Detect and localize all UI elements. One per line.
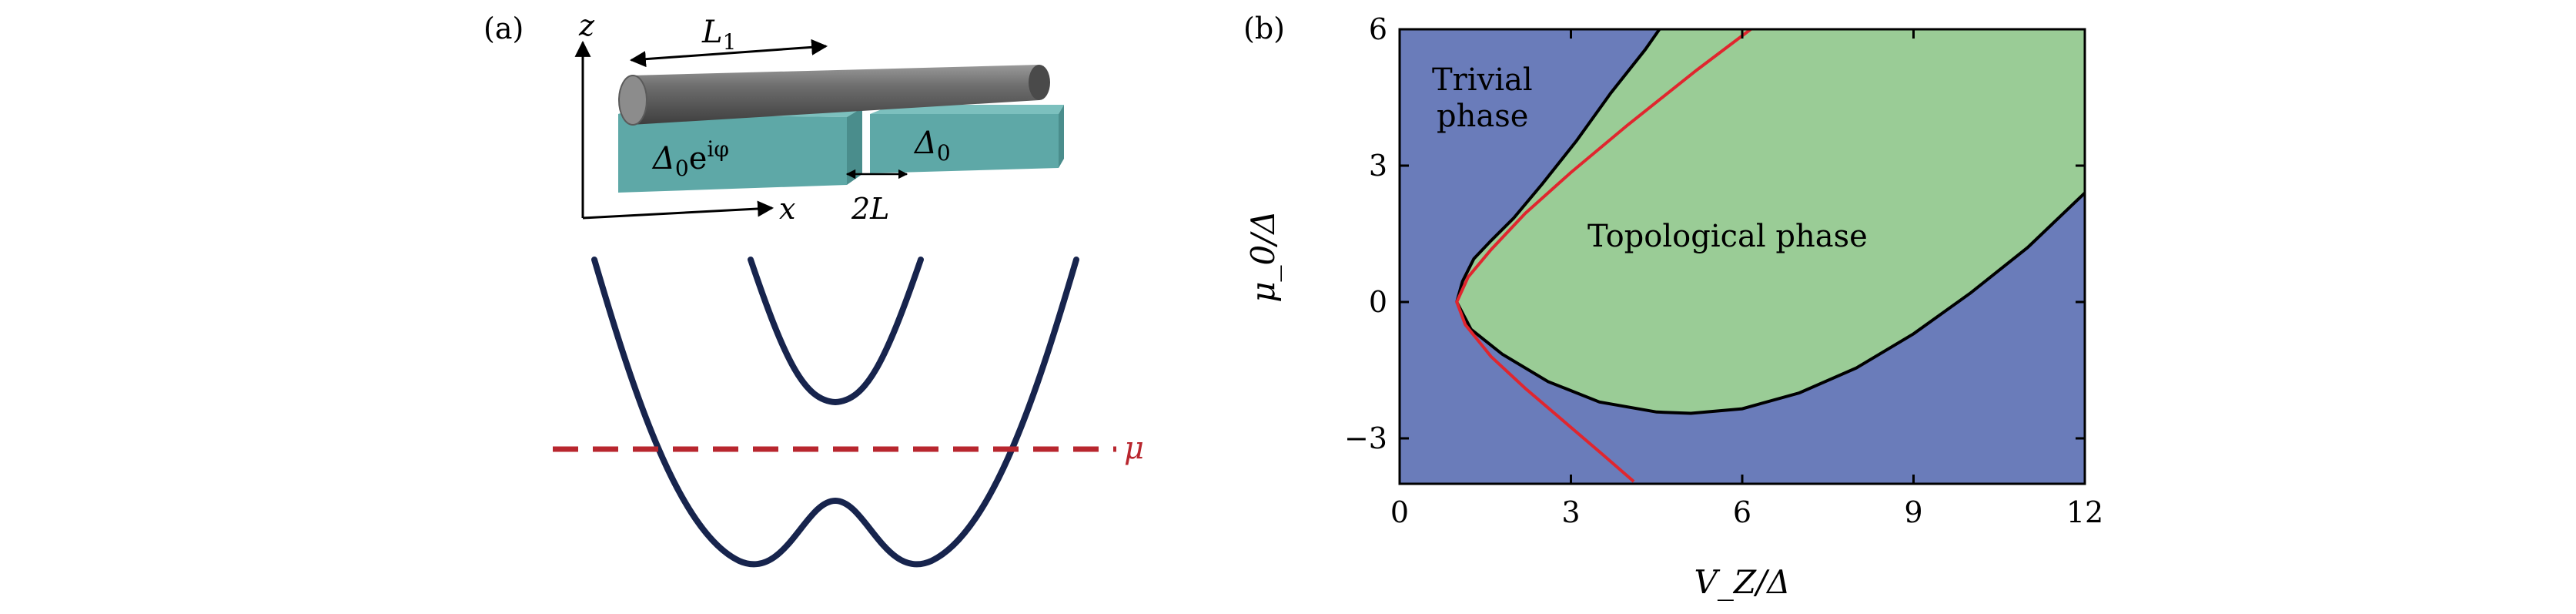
x-tick-label: 3 <box>1561 495 1580 529</box>
left-sc-phase: e <box>689 141 708 176</box>
phase-boundary-lower <box>1455 191 2085 415</box>
topological-label: Topological phase <box>1587 219 1868 254</box>
chemical-potential-label: μ <box>1124 431 1144 466</box>
phase-boundary-upper <box>1455 29 1661 303</box>
right-superconductor <box>870 105 1064 173</box>
nanowire <box>618 65 1050 126</box>
panel-a: (a) z x L1 Δ0eiφ <box>483 8 1144 568</box>
x-tick-label: 6 <box>1733 495 1751 529</box>
y-tick-label: 3 <box>1369 149 1387 183</box>
gap-label: 2L <box>851 192 889 226</box>
length-label: L1 <box>701 15 736 55</box>
axis-ticks: 0 3 6 9 12 6 3 0 −3 <box>1344 12 2103 529</box>
trivial-label-line1: Trivial <box>1432 62 1533 98</box>
length-symbol: L <box>701 15 723 50</box>
x-tick-label: 9 <box>1904 495 1922 529</box>
right-sc-label: Δ0 <box>913 126 951 166</box>
panel-b-label: (b) <box>1243 12 1285 45</box>
x-tick-label: 0 <box>1390 495 1409 529</box>
x-axis-label: x <box>779 192 795 226</box>
left-sc-phase-sup: iφ <box>707 136 729 162</box>
y-axis-title: μ_0/Δ <box>1244 210 1282 303</box>
x-axis <box>582 200 774 220</box>
right-sc-symbol: Δ <box>913 126 937 161</box>
panel-a-label: (a) <box>483 12 524 45</box>
right-sc-subscript: 0 <box>937 140 951 166</box>
length-subscript: 1 <box>723 29 737 55</box>
length-arrow <box>629 39 828 68</box>
trivial-label-line2: phase <box>1437 99 1528 134</box>
red-curve <box>1455 29 1752 483</box>
x-axis-title: V_Z/Δ <box>1694 563 1791 601</box>
lower-band <box>591 257 1079 568</box>
x-tick-label: 12 <box>2066 495 2103 529</box>
left-sc-label: Δ0eiφ <box>651 136 729 181</box>
phase-diagram-area <box>1400 29 2085 484</box>
left-sc-subscript: 0 <box>675 156 689 181</box>
y-tick-label: 0 <box>1369 285 1387 319</box>
left-sc-symbol: Δ <box>651 141 675 176</box>
panel-b: (b) 0 3 6 9 12 6 3 0 −3 Trivial phase Topologica… <box>1243 12 2103 601</box>
upper-band <box>748 257 924 406</box>
y-tick-label: 6 <box>1369 12 1387 46</box>
z-axis-label: z <box>578 8 595 42</box>
topological-region <box>1457 29 2085 414</box>
y-tick-label: −3 <box>1344 421 1387 455</box>
